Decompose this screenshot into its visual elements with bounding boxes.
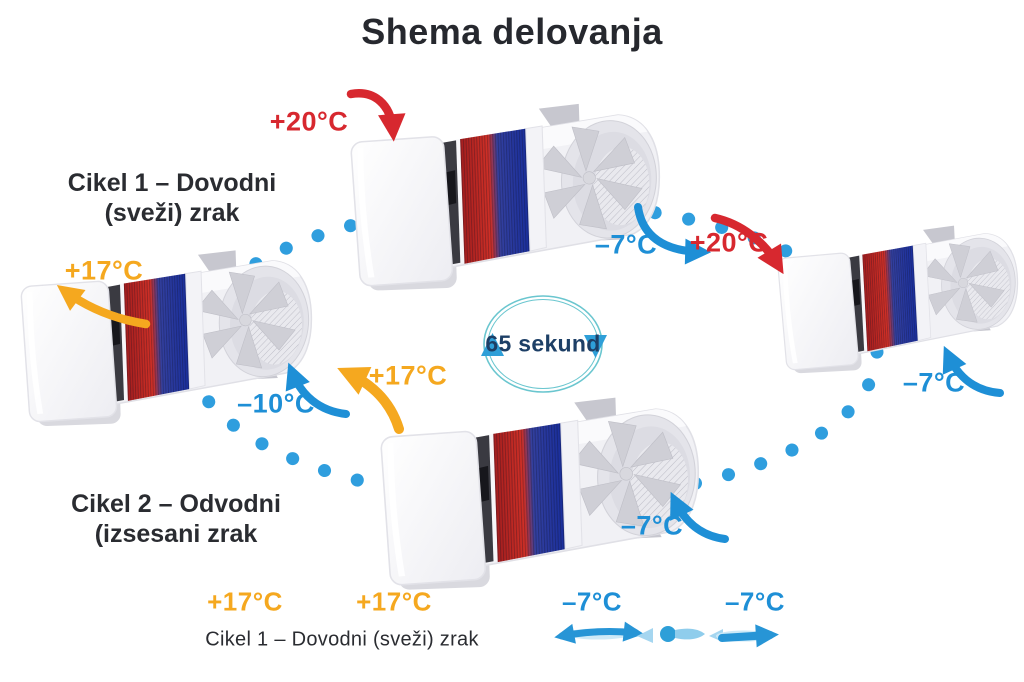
- comet-dot-icon: [660, 626, 676, 642]
- cycle2-line1: Cikel 2 – Odvodni: [71, 490, 281, 518]
- arrow-intake-warm-top-icon: [346, 89, 406, 142]
- legend-temp-2: +17°C: [356, 586, 432, 617]
- double-arrow-icon: [554, 621, 644, 644]
- temp-left-exhaust: –10°C: [237, 388, 315, 419]
- cycle2-line2: (izsesani zrak: [94, 520, 258, 548]
- temp-topright-exhaust: –7°C: [594, 229, 658, 260]
- temp-mid-supply-out: +17°C: [368, 360, 448, 391]
- arrow-supply-warm-left-icon: [56, 284, 151, 329]
- legend-airflow-icons: [554, 621, 779, 648]
- ventilation-unit-bottom: [378, 384, 706, 592]
- temp-farright-exhaust: –7°C: [902, 367, 966, 398]
- legend-temp-1: +17°C: [207, 586, 283, 617]
- ventilation-unit-right: [775, 214, 1024, 375]
- temp-top-supply: +20°C: [269, 106, 349, 137]
- right-arrow-icon: [718, 624, 779, 648]
- small-left-triangle-icon: [637, 628, 653, 643]
- legend-temp-3: –7°C: [561, 586, 623, 617]
- cycle1-line1: Cikel 1 – Dovodni: [67, 169, 277, 197]
- legend-temp-4: –7°C: [724, 586, 786, 617]
- temp-left-supply-out: +17°C: [64, 255, 144, 286]
- cycle1-line2: (sveži) zrak: [104, 199, 240, 227]
- cycle2-label: Cikel 2 – Odvodni (izsesani zrak: [71, 489, 281, 549]
- ventilation-unit-top: [348, 91, 667, 292]
- cycle-duration-label: 65 sekund: [485, 330, 601, 357]
- legend-caption: Cikel 1 – Dovodni (sveži) zrak: [205, 628, 479, 651]
- temp-bottom-exhaust: –7°C: [620, 510, 684, 541]
- page-title: Shema delovanja: [361, 11, 663, 52]
- small-left-triangle2-icon: [709, 629, 723, 642]
- cycle1-label: Cikel 1 – Dovodni (sveži) zrak: [68, 168, 276, 228]
- temp-right-supply: +20°C: [689, 227, 769, 258]
- comet-tail-icon: [675, 628, 705, 640]
